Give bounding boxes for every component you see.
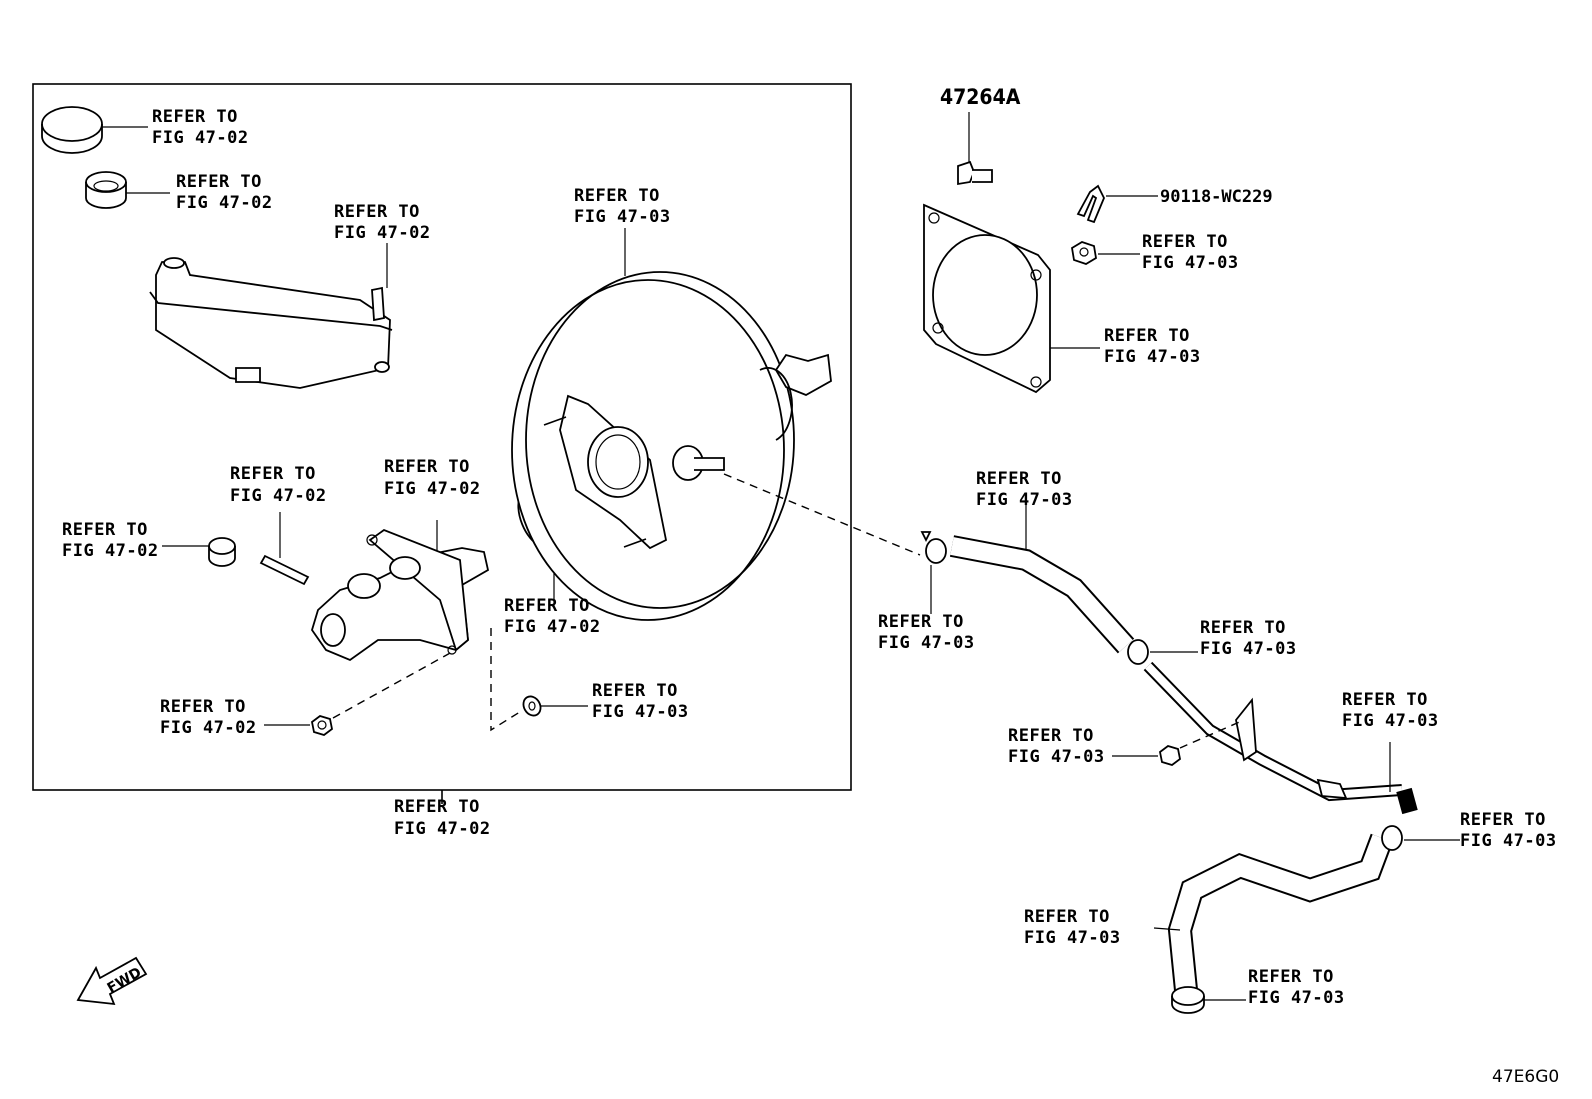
- svg-text:FIG 47-03: FIG 47-03: [878, 633, 975, 653]
- svg-text:FIG 47-03: FIG 47-03: [1008, 747, 1105, 767]
- svg-text:FIG 47-03: FIG 47-03: [592, 702, 689, 722]
- svg-text:FIG 47-03: FIG 47-03: [976, 490, 1073, 510]
- vacuum-pipe[interactable]: [1143, 661, 1403, 802]
- svg-text:REFER TO: REFER TO: [230, 464, 316, 484]
- svg-text:FIG 47-02: FIG 47-02: [334, 223, 431, 243]
- reservoir-cap[interactable]: [41, 106, 148, 154]
- svg-text:REFER TO: REFER TO: [1142, 232, 1228, 252]
- svg-text:REFER TO: REFER TO: [1460, 810, 1546, 830]
- svg-text:FIG 47-02: FIG 47-02: [230, 486, 327, 506]
- svg-text:FIG 47-02: FIG 47-02: [504, 617, 601, 637]
- svg-text:REFER TO: REFER TO: [334, 202, 420, 222]
- grommet[interactable]: [162, 537, 236, 567]
- svg-text:FIG 47-03: FIG 47-03: [1142, 253, 1239, 273]
- svg-text:FIG 47-03: FIG 47-03: [574, 207, 671, 227]
- svg-text:REFER TO: REFER TO: [1200, 618, 1286, 638]
- svg-text:REFER TO: REFER TO: [1104, 326, 1190, 346]
- hose-clamp-bottom[interactable]: [1171, 986, 1246, 1014]
- svg-text:FIG 47-03: FIG 47-03: [1342, 711, 1439, 731]
- part-number-90118-wc229[interactable]: 90118-WC229: [1160, 187, 1273, 207]
- booster-gasket[interactable]: [923, 203, 1100, 394]
- svg-text:FIG 47-03: FIG 47-03: [1248, 988, 1345, 1008]
- bolt-47264a[interactable]: [957, 112, 993, 186]
- svg-text:REFER TO: REFER TO: [1024, 907, 1110, 927]
- svg-text:REFER TO: REFER TO: [160, 697, 246, 717]
- mounting-nut[interactable]: [264, 651, 453, 736]
- reservoir-strainer[interactable]: [85, 171, 170, 209]
- svg-text:REFER TO: REFER TO: [62, 520, 148, 540]
- svg-text:FIG 47-02: FIG 47-02: [160, 718, 257, 738]
- svg-text:FIG 47-03: FIG 47-03: [1200, 639, 1297, 659]
- svg-text:FIG 47-02: FIG 47-02: [152, 128, 249, 148]
- svg-text:REFER TO: REFER TO: [574, 186, 660, 206]
- part-number-47264a[interactable]: 47264A: [940, 85, 1021, 109]
- retaining-pin[interactable]: [259, 512, 310, 586]
- svg-text:REFER TO: REFER TO: [384, 457, 470, 477]
- booster-nut[interactable]: [1071, 241, 1140, 265]
- svg-text:REFER TO: REFER TO: [394, 797, 480, 817]
- brake-booster[interactable]: [511, 228, 921, 621]
- hose-clamp-upper[interactable]: [920, 531, 947, 614]
- hose-clamp-right[interactable]: [1381, 825, 1460, 851]
- hose-clamp-mid[interactable]: [1127, 639, 1198, 665]
- svg-text:FIG 47-03: FIG 47-03: [1024, 928, 1121, 948]
- svg-text:REFER TO: REFER TO: [976, 469, 1062, 489]
- vacuum-hose-upper[interactable]: [949, 498, 1135, 654]
- fwd-arrow-icon: FWD: [76, 956, 148, 1006]
- svg-text:FIG 47-02: FIG 47-02: [394, 819, 491, 839]
- illustration-code: 47E6G0: [1492, 1067, 1559, 1087]
- vacuum-hose-lower[interactable]: [1153, 787, 1418, 992]
- washer[interactable]: [490, 628, 588, 732]
- svg-text:FIG 47-02: FIG 47-02: [176, 193, 273, 213]
- svg-text:REFER TO: REFER TO: [504, 596, 590, 616]
- pipe-nut[interactable]: [1112, 719, 1245, 766]
- svg-text:FIG 47-03: FIG 47-03: [1104, 347, 1201, 367]
- svg-text:FIG 47-02: FIG 47-02: [62, 541, 159, 561]
- reservoir-tank[interactable]: [149, 243, 393, 389]
- svg-text:REFER TO: REFER TO: [1248, 967, 1334, 987]
- svg-text:REFER TO: REFER TO: [878, 612, 964, 632]
- svg-text:REFER TO: REFER TO: [592, 681, 678, 701]
- svg-text:REFER TO: REFER TO: [176, 172, 262, 192]
- svg-text:REFER TO: REFER TO: [1008, 726, 1094, 746]
- svg-text:FIG 47-02: FIG 47-02: [384, 479, 481, 499]
- master-cylinder[interactable]: [311, 520, 490, 662]
- clip-90118-wc229[interactable]: [1076, 184, 1158, 224]
- svg-text:REFER TO: REFER TO: [152, 107, 238, 127]
- svg-text:REFER TO: REFER TO: [1342, 690, 1428, 710]
- svg-text:FIG 47-03: FIG 47-03: [1460, 831, 1557, 851]
